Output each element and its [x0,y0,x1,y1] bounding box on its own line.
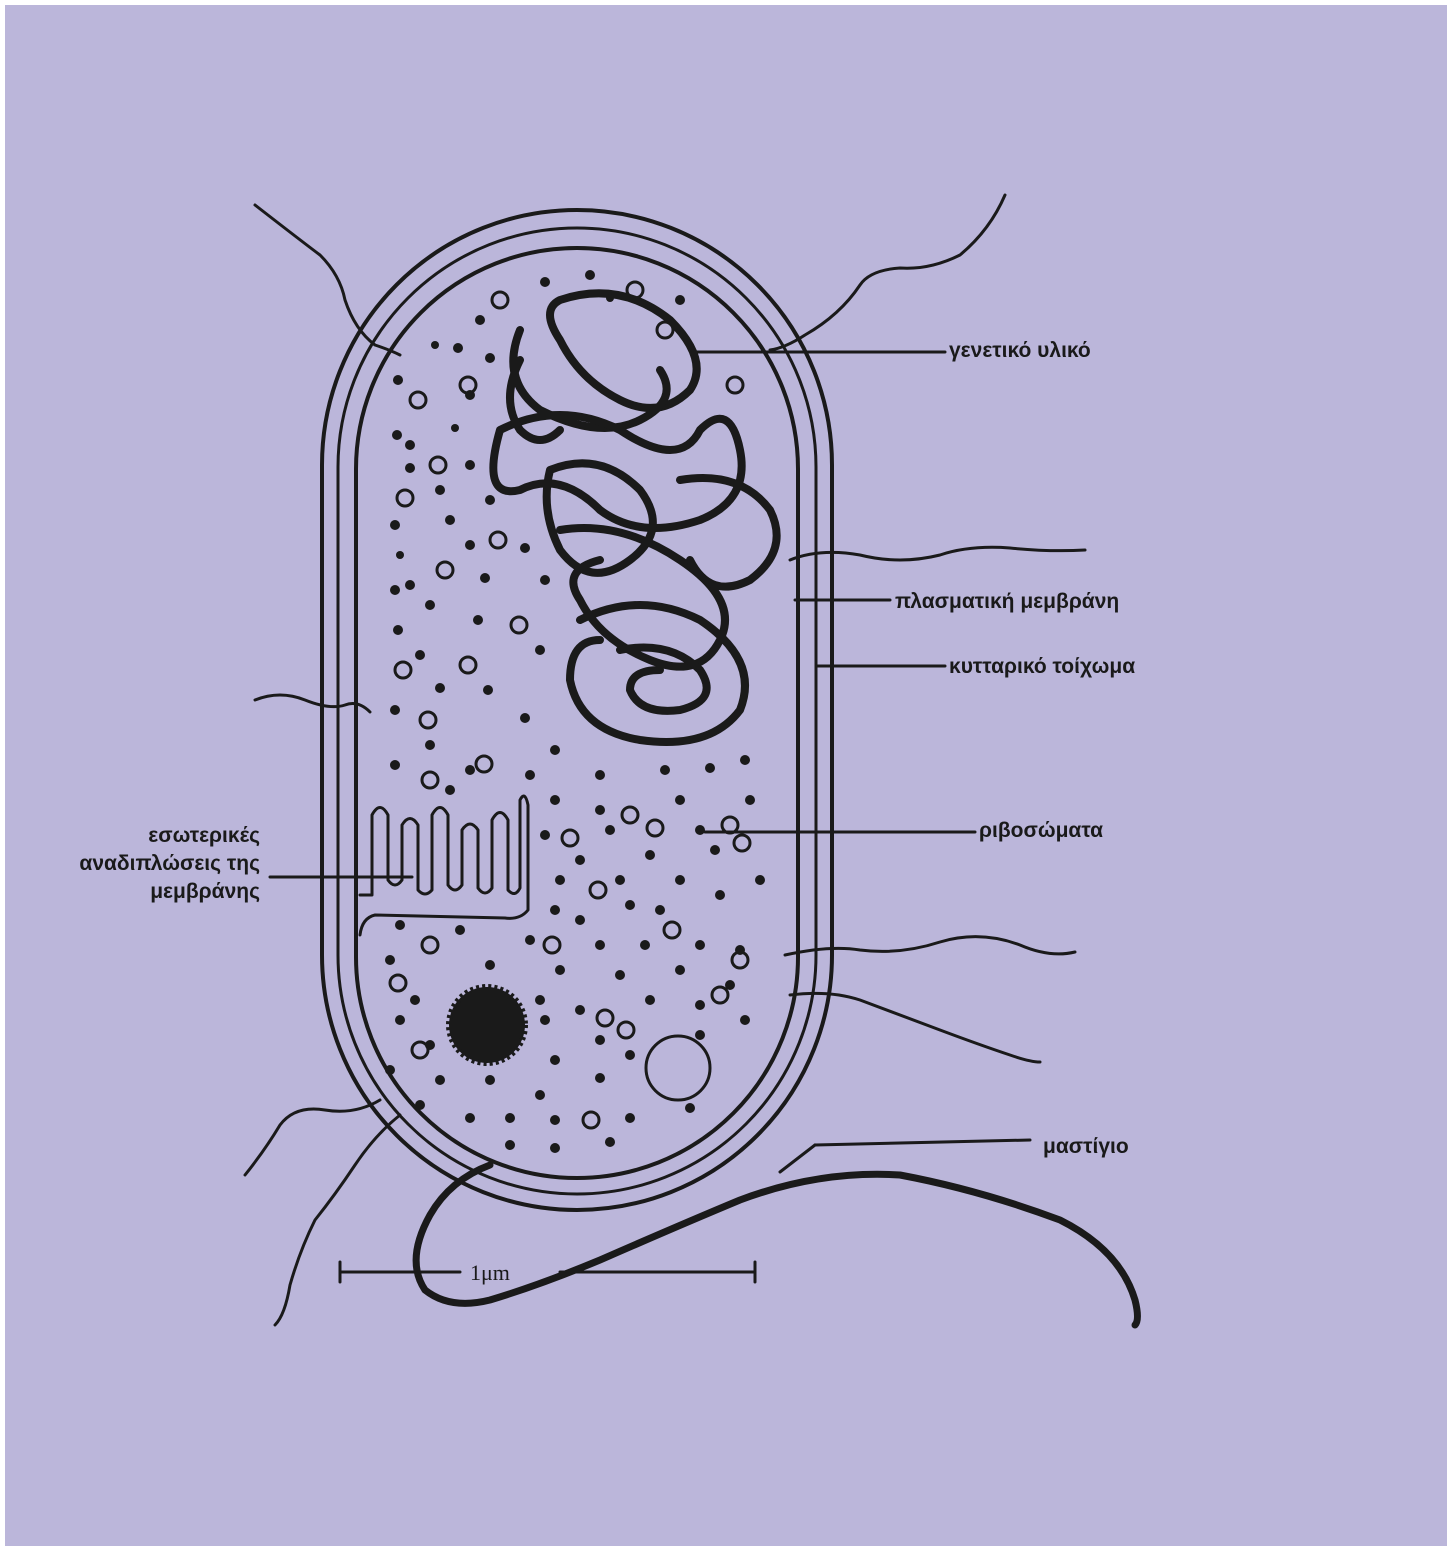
label-plasma-membrane: πλασματική μεμβράνη [895,588,1119,616]
label-cell-wall: κυτταρικό τοίχωμα [949,653,1135,681]
label-membrane-infoldings: εσωτερικές αναδιπλώσεις της μεμβράνης [20,822,260,906]
label-membrane-infoldings-line-2: αναδιπλώσεις της [20,850,260,878]
membrane-infoldings [360,796,528,935]
scale-bar-label: 1μm [470,1260,510,1285]
label-membrane-infoldings-line-3: μεμβράνης [20,878,260,906]
label-genetic-material: γενετικό υλικό [949,337,1091,365]
label-membrane-infoldings-line-1: εσωτερικές [20,822,260,850]
genetic-material [493,293,776,742]
cell-wall-inner-line [338,228,816,1194]
vacuole [646,1036,710,1100]
dense-granule [449,987,525,1063]
ribosomes [385,270,765,1153]
leader-lines [270,352,1030,1172]
label-ribosomes: ριβοσώματα [979,817,1103,845]
label-flagellum: μαστίγιο [1043,1133,1129,1161]
